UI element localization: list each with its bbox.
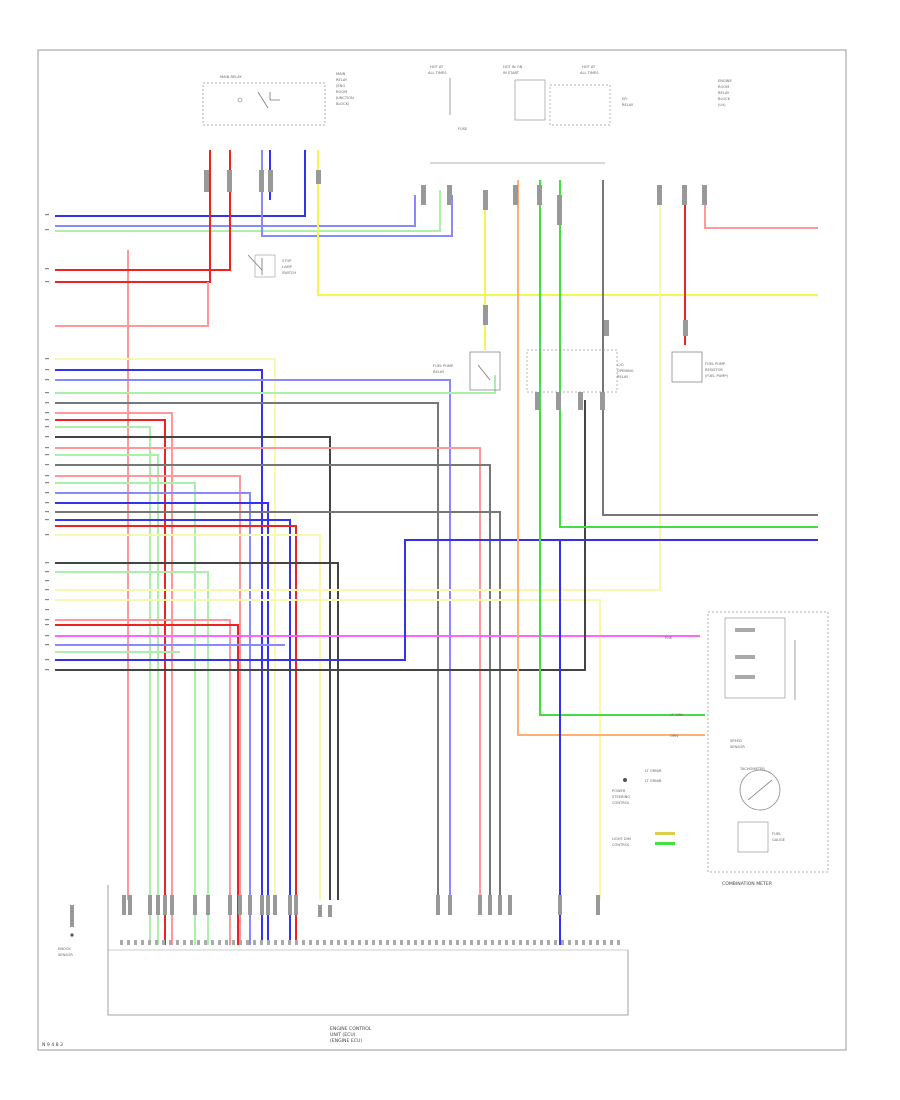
- left-connector-group-c: [45, 562, 49, 671]
- svg-text:FUEL PUMP: FUEL PUMP: [433, 364, 454, 368]
- svg-text:FUEL PUMP: FUEL PUMP: [705, 362, 726, 366]
- svg-text:JUNCTION: JUNCTION: [335, 96, 354, 100]
- svg-text:(ENG: (ENG: [336, 84, 345, 88]
- bottom-left-sensor: KNOCK SENSOR: [58, 905, 74, 957]
- svg-text:BLOCK: BLOCK: [718, 97, 731, 101]
- vertical-connector-marks: [204, 170, 707, 336]
- svg-text:BLOCK): BLOCK): [336, 102, 350, 106]
- svg-text:SWITCH: SWITCH: [282, 271, 296, 275]
- svg-text:LAMP: LAMP: [282, 265, 293, 269]
- svg-text:RELAY: RELAY: [433, 370, 445, 374]
- svg-text:MAIN RELAY: MAIN RELAY: [220, 75, 242, 79]
- svg-text:SENSOR: SENSOR: [58, 953, 73, 957]
- svg-text:GAUGE: GAUGE: [772, 838, 786, 842]
- left-connector-group-b: [45, 358, 49, 536]
- svg-text:UNIT (ECU): UNIT (ECU): [330, 1032, 356, 1038]
- cluster-left-labels: LT GRN ORN PNK LT GRN/R LT GRN/B POWER S…: [612, 636, 683, 847]
- svg-text:IN START: IN START: [503, 71, 520, 75]
- svg-text:RELAY: RELAY: [336, 78, 348, 82]
- svg-text:(FUEL PUMP): (FUEL PUMP): [705, 374, 729, 378]
- top-fuse-1: HOT AT ALL TIMES FUSE: [428, 65, 468, 131]
- svg-text:C/O: C/O: [617, 363, 624, 367]
- svg-text:RESISTOR: RESISTOR: [705, 368, 723, 372]
- svg-text:LT GRN/R: LT GRN/R: [645, 769, 662, 773]
- svg-text:FUSE: FUSE: [458, 127, 468, 131]
- svg-text:POWER: POWER: [612, 789, 626, 793]
- svg-text:RELAY: RELAY: [617, 375, 629, 379]
- right-sensor: FUEL PUMP RESISTOR (FUEL PUMP): [671, 351, 729, 383]
- svg-text:LT GRN: LT GRN: [670, 713, 683, 717]
- svg-text:RELAY: RELAY: [718, 91, 730, 95]
- svg-text:MAIN: MAIN: [336, 72, 346, 76]
- svg-text:OPENING: OPENING: [617, 369, 634, 373]
- page-code: N 9 4 8 3: [42, 1042, 63, 1048]
- svg-text:HOT AT: HOT AT: [582, 65, 596, 69]
- svg-text:LIGHT DIM: LIGHT DIM: [612, 837, 631, 841]
- svg-text:TACHOMETER: TACHOMETER: [739, 767, 765, 771]
- small-switch: STOP LAMP SWITCH: [247, 254, 296, 278]
- svg-text:ENGINE: ENGINE: [718, 79, 732, 83]
- svg-text:HOT AT: HOT AT: [430, 65, 444, 69]
- cluster-box: SPEED SENSOR TACHOMETER FUEL GAUGE COMBI…: [707, 611, 829, 887]
- svg-text:STOP: STOP: [282, 259, 292, 263]
- ecm-pin-dots: [120, 940, 620, 945]
- left-connector-group-a: [45, 214, 49, 283]
- svg-text:ALL TIMES: ALL TIMES: [580, 71, 599, 75]
- svg-text:CONTROL: CONTROL: [612, 843, 630, 847]
- top-relay-box: MAIN RELAY MAIN RELAY (ENG ROOM JUNCTION…: [202, 72, 354, 126]
- mid-relay-right: C/O OPENING RELAY: [526, 349, 634, 410]
- svg-text:LT GRN/B: LT GRN/B: [645, 779, 662, 783]
- svg-text:(ENGINE ECU): (ENGINE ECU): [330, 1038, 362, 1044]
- svg-text:ROOM: ROOM: [336, 90, 347, 94]
- svg-text:SPEED: SPEED: [730, 739, 742, 743]
- svg-text:FUEL: FUEL: [772, 832, 781, 836]
- svg-text:(LH): (LH): [718, 103, 726, 107]
- svg-text:ORN: ORN: [670, 734, 678, 738]
- svg-text:ENGINE CONTROL: ENGINE CONTROL: [330, 1026, 372, 1032]
- svg-text:ALL TIMES: ALL TIMES: [428, 71, 447, 75]
- svg-text:COMBINATION METER: COMBINATION METER: [722, 881, 773, 887]
- svg-text:RELAY: RELAY: [622, 103, 634, 107]
- svg-text:KNOCK: KNOCK: [58, 947, 71, 951]
- mid-relay-left: FUEL PUMP RELAY: [433, 351, 501, 391]
- svg-text:EFI: EFI: [622, 97, 627, 101]
- svg-text:CONTROL: CONTROL: [612, 801, 630, 805]
- svg-text:PNK: PNK: [665, 636, 673, 640]
- svg-text:SENSOR: SENSOR: [730, 745, 745, 749]
- bottom-ecm: ENGINE CONTROL UNIT (ECU) (ENGINE ECU): [107, 885, 629, 1044]
- top-fuse-2: HOT IN ON IN START HOT AT ALL TIMES EFI …: [503, 65, 732, 126]
- svg-text:HOT IN ON: HOT IN ON: [503, 65, 523, 69]
- svg-text:ROOM: ROOM: [718, 85, 729, 89]
- wires: [55, 150, 818, 945]
- diagram-frame: [37, 49, 847, 1051]
- svg-text:STEERING: STEERING: [612, 795, 630, 799]
- ecm-pins: [122, 895, 600, 917]
